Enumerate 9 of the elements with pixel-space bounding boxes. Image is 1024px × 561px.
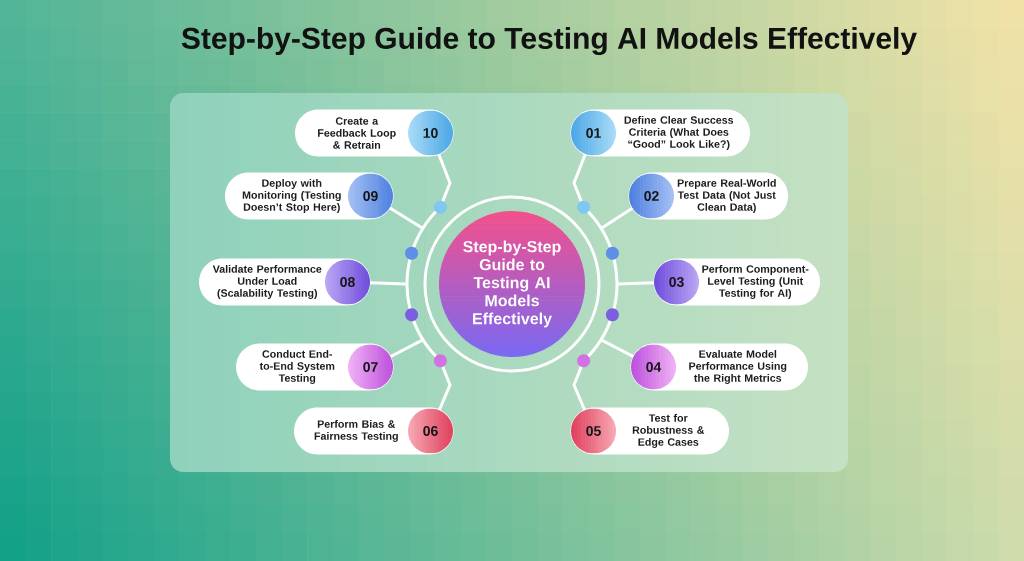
- node-label: 10: [423, 128, 438, 138]
- node-label: 08: [340, 277, 355, 287]
- node-label: 05: [586, 426, 601, 436]
- node-label: 01: [586, 128, 601, 138]
- node-label: 06: [423, 426, 438, 436]
- title: Step-by-Step Guide to Testing AI Models Effectively: [181, 26, 917, 56]
- node-label: 07: [363, 362, 378, 372]
- node-label: 09: [363, 191, 378, 201]
- node-label: 04: [646, 362, 662, 372]
